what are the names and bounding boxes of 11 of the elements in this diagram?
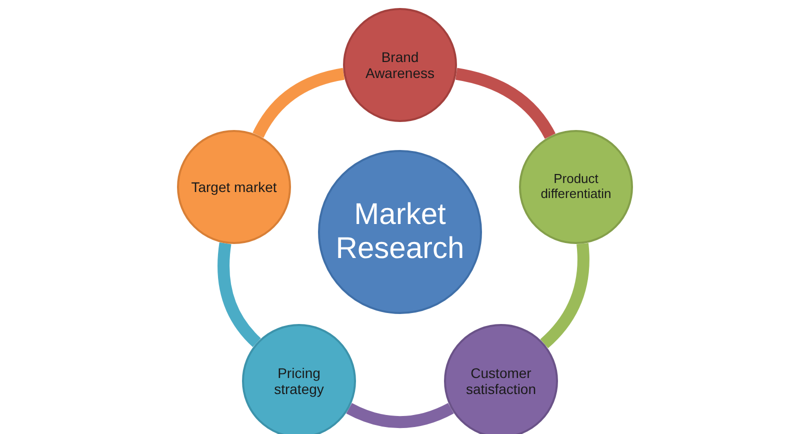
topic-label: Product differentiatin xyxy=(540,172,612,202)
topic-label: Brand Awareness xyxy=(364,48,436,82)
topic-label: Pricing strategy xyxy=(273,364,325,398)
connector-arc xyxy=(540,243,590,348)
connector-arc xyxy=(252,68,345,138)
topic-label: Market Research xyxy=(334,198,466,266)
topic-label: Customer satisfaction xyxy=(464,364,538,398)
connector-arc xyxy=(218,242,262,347)
connector-arc xyxy=(346,402,454,428)
connector-arc xyxy=(455,68,556,140)
topic-label: Target market xyxy=(191,178,277,196)
